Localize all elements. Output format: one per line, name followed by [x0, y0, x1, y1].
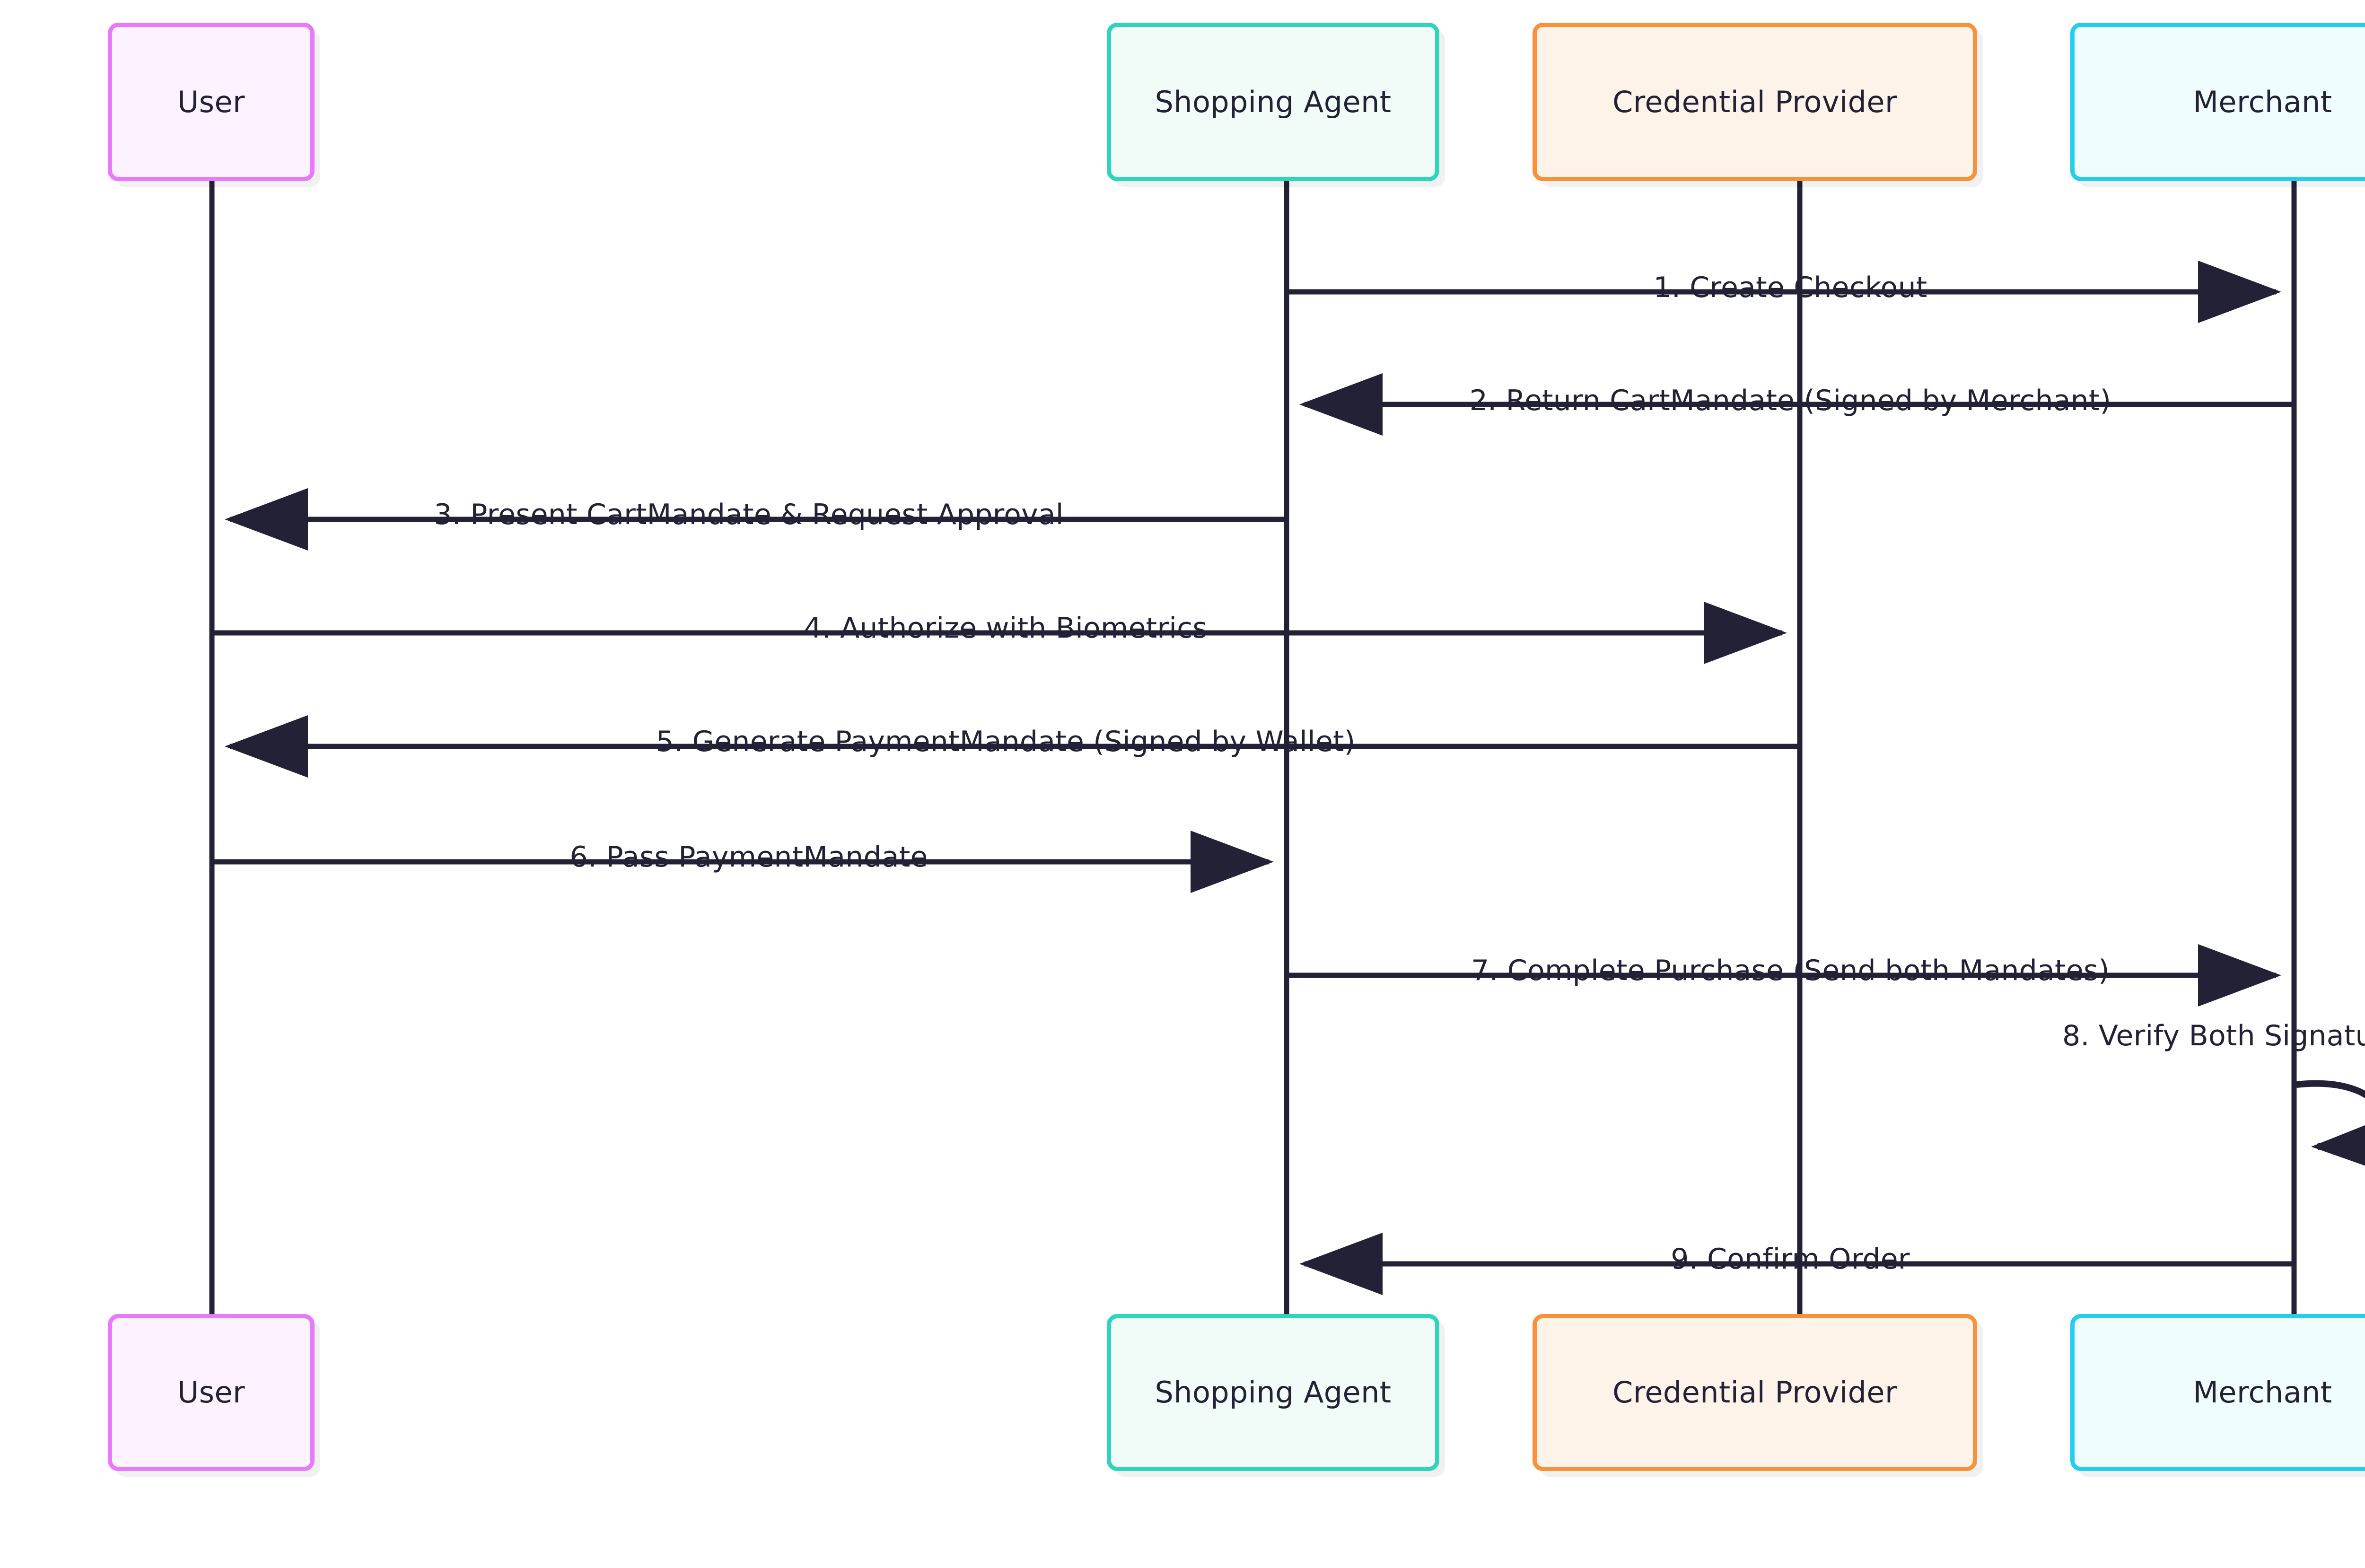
actor-box-credential-provider-top[interactable]: Credential Provider — [1533, 23, 1977, 181]
actor-box-merchant-bottom[interactable]: Merchant — [2070, 1314, 2365, 1471]
message-label-9: 9. Confirm Order — [1671, 1243, 1910, 1276]
message-label-8: 8. Verify Both Signatures — [2062, 1019, 2365, 1052]
actor-box-shopping-agent-top[interactable]: Shopping Agent — [1107, 23, 1439, 181]
actor-label-shopping-agent-top: Shopping Agent — [1155, 84, 1392, 119]
message-label-7: 7. Complete Purchase (Send both Mandates… — [1471, 954, 2110, 987]
message-self-loop-8 — [2296, 1080, 2365, 1184]
actor-box-merchant-top[interactable]: Merchant — [2070, 23, 2365, 181]
actor-label-credential-provider-top: Credential Provider — [1612, 84, 1897, 119]
actor-label-shopping-agent-bottom: Shopping Agent — [1155, 1375, 1392, 1410]
actor-box-credential-provider-bottom[interactable]: Credential Provider — [1533, 1314, 1977, 1471]
actor-label-merchant-bottom: Merchant — [2193, 1375, 2332, 1410]
actor-box-shopping-agent-bottom[interactable]: Shopping Agent — [1107, 1314, 1439, 1471]
actor-box-user-bottom[interactable]: User — [108, 1314, 315, 1471]
actor-label-credential-provider-bottom: Credential Provider — [1612, 1375, 1897, 1410]
message-label-2: 2. Return CartMandate (Signed by Merchan… — [1469, 384, 2111, 417]
actor-box-user-top[interactable]: User — [108, 23, 315, 181]
message-label-3: 3. Present CartMandate & Request Approva… — [434, 498, 1064, 531]
message-arrows — [212, 261, 2365, 1295]
actor-label-user-bottom: User — [177, 1375, 245, 1410]
message-label-4: 4. Authorize with Biometrics — [804, 612, 1208, 645]
actor-label-merchant-top: Merchant — [2193, 84, 2332, 119]
actor-label-user-top: User — [177, 84, 245, 119]
message-label-1: 1. Create Checkout — [1653, 271, 1927, 304]
message-label-5: 5. Generate PaymentMandate (Signed by Wa… — [656, 725, 1356, 758]
message-label-6: 6. Pass PaymentMandate — [569, 841, 928, 874]
